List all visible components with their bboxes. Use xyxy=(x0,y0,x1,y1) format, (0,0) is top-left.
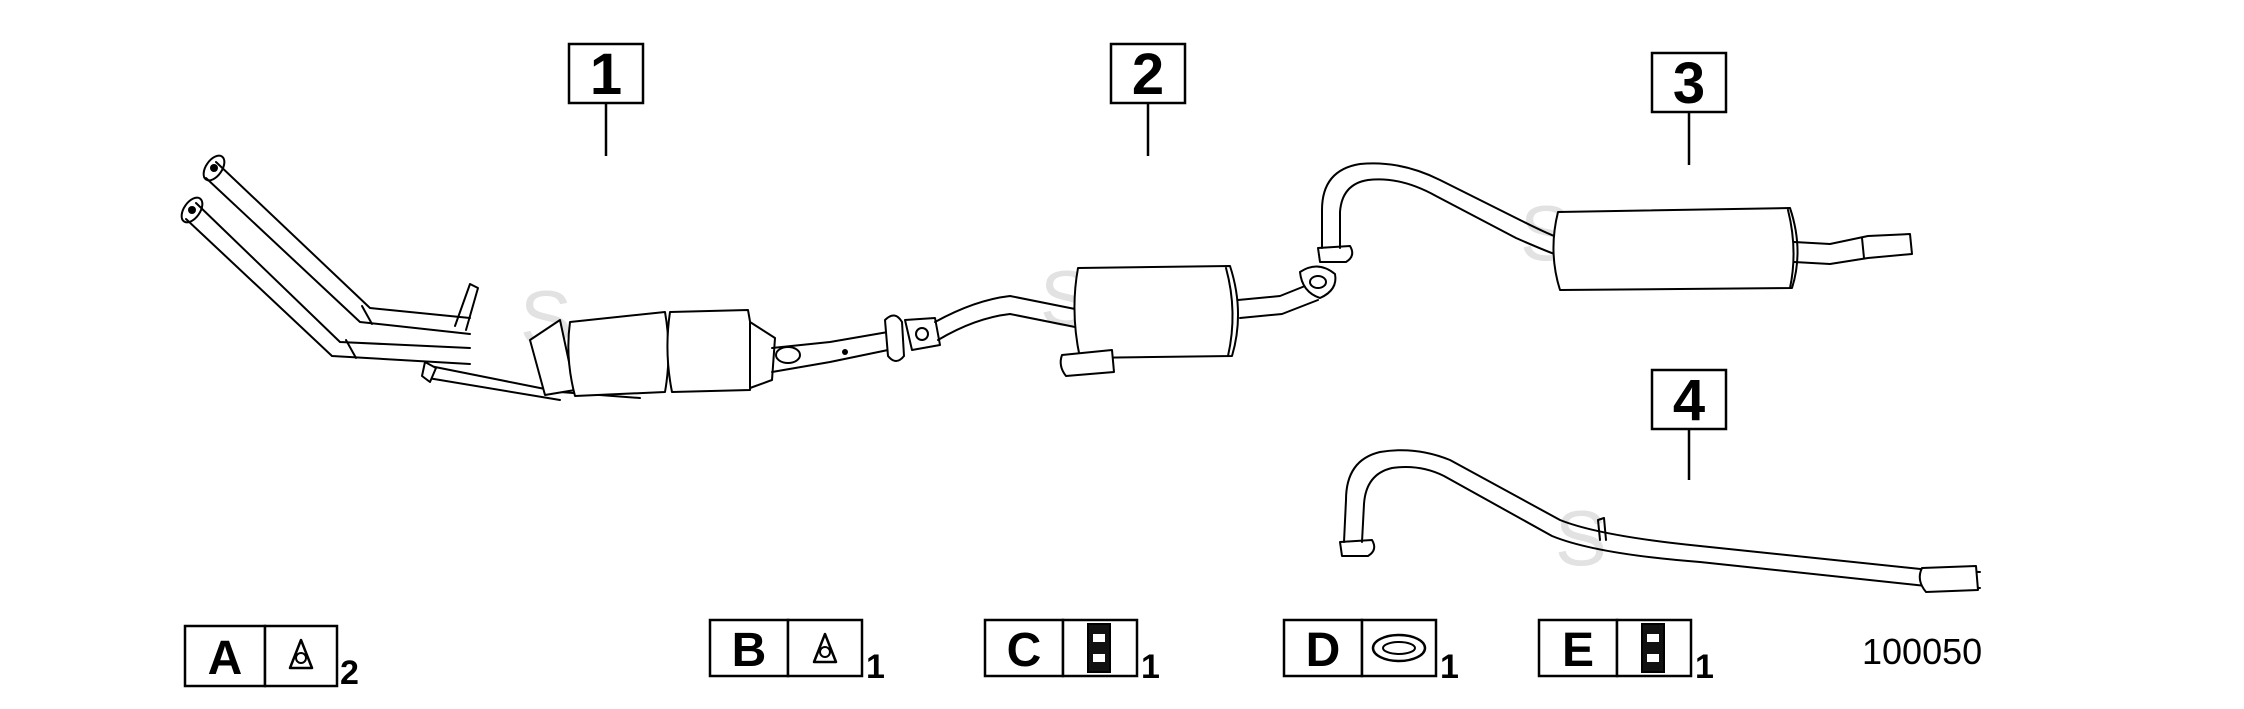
legend-qty: 1 xyxy=(1695,648,1714,686)
callout-label: 1 xyxy=(590,42,622,107)
legend-item-a[interactable]: A 2 xyxy=(183,624,359,692)
legend-letter: C xyxy=(1007,624,1042,677)
legend-qty: 1 xyxy=(866,648,885,686)
legend-item-c[interactable]: C 1 xyxy=(983,618,1160,686)
legend: A 2 B 1 C xyxy=(183,618,1714,692)
ring-gasket-icon xyxy=(1371,633,1427,663)
legend-letter: B xyxy=(732,624,767,677)
legend-item-d[interactable]: D 1 xyxy=(1282,618,1459,686)
callout-2[interactable]: 2 xyxy=(1109,42,1187,156)
legend-qty: 1 xyxy=(1141,648,1160,686)
flange-gasket-icon xyxy=(812,632,838,664)
legend-letter: D xyxy=(1306,624,1341,677)
callout-label: 2 xyxy=(1132,42,1164,107)
callout-label: 4 xyxy=(1673,368,1705,433)
reference-number: 100050 xyxy=(1862,631,1982,672)
callout-label: 3 xyxy=(1673,51,1705,116)
rubber-mount-icon xyxy=(1087,623,1111,673)
front-silencer[interactable] xyxy=(904,265,1337,377)
legend-qty: 1 xyxy=(1440,648,1459,686)
callout-3[interactable]: 3 xyxy=(1650,51,1728,165)
legend-item-e[interactable]: E 1 xyxy=(1537,618,1714,686)
callout-4[interactable]: 4 xyxy=(1650,368,1728,480)
legend-letter: A xyxy=(208,632,243,685)
rear-tail-pipe[interactable] xyxy=(1339,449,1981,593)
watermark: S xyxy=(1555,494,1607,582)
rear-silencer[interactable] xyxy=(1317,162,1913,291)
rubber-mount-icon xyxy=(1641,623,1665,673)
flange-gasket-icon xyxy=(288,638,314,670)
legend-qty: 2 xyxy=(340,654,359,692)
legend-letter: E xyxy=(1562,624,1594,677)
front-pipe-catalytic-converter[interactable] xyxy=(177,152,905,401)
legend-item-b[interactable]: B 1 xyxy=(708,618,885,686)
callout-1[interactable]: 1 xyxy=(567,42,645,156)
